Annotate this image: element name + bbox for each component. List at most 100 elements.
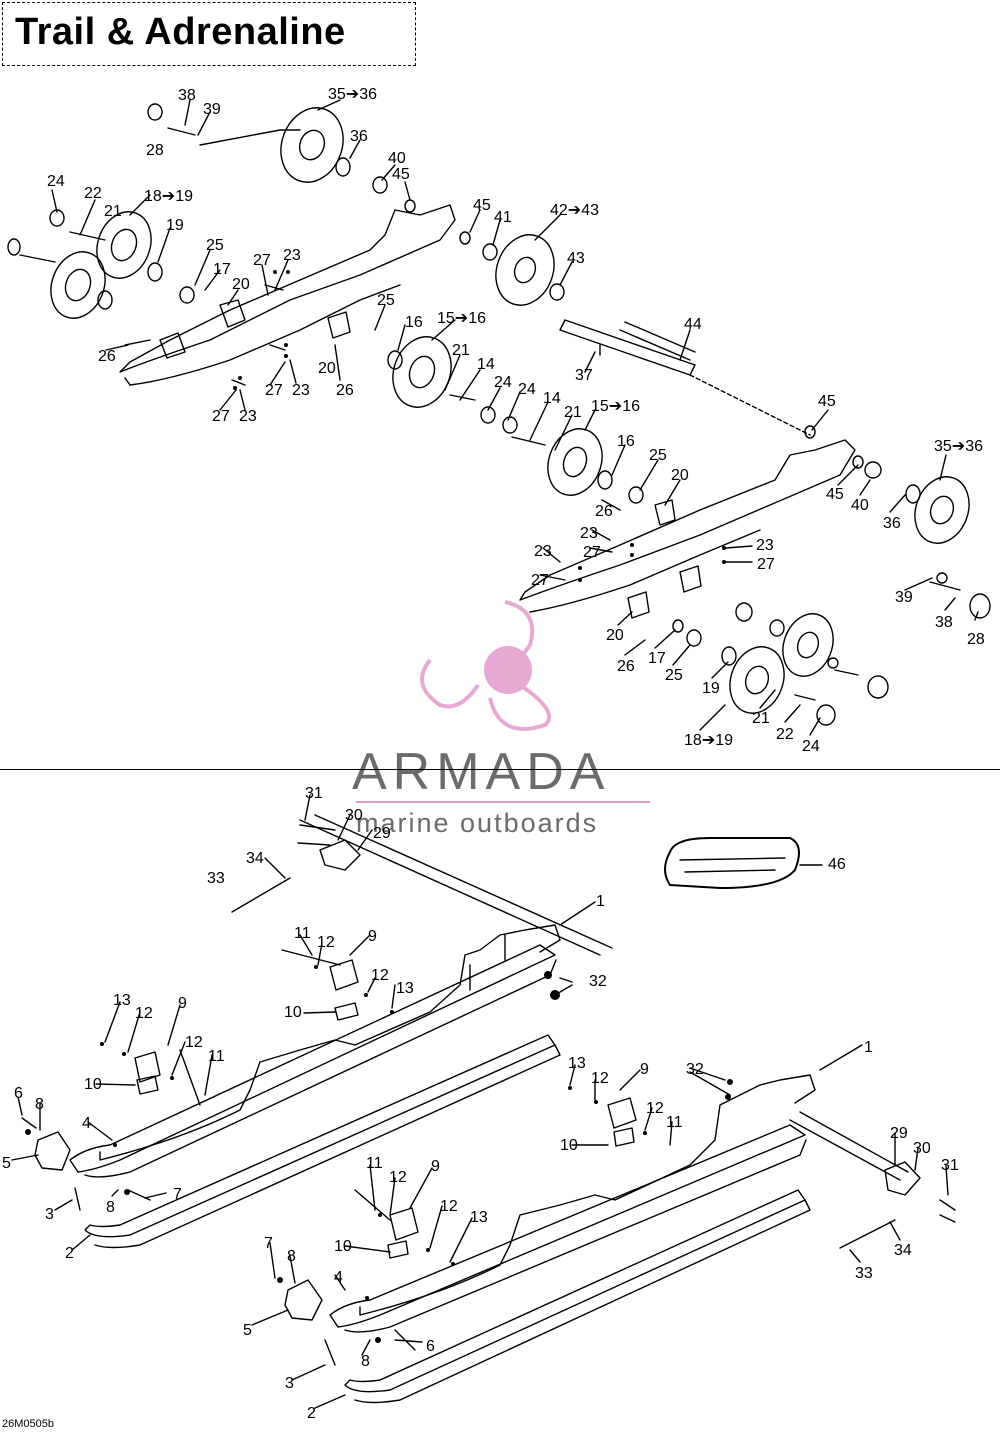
- part-callout: 35➔36: [328, 86, 377, 103]
- part-callout: 20: [318, 360, 336, 377]
- part-callout: 34: [246, 850, 264, 867]
- part-callout: 10: [284, 1004, 302, 1021]
- part-callout: 31: [941, 1157, 959, 1174]
- part-callout: 22: [776, 726, 794, 743]
- part-callout: 27: [253, 252, 271, 269]
- part-callout: 13: [470, 1209, 488, 1226]
- part-callout: 26: [595, 503, 613, 520]
- part-callout: 4: [334, 1269, 343, 1286]
- part-callout: 20: [232, 276, 250, 293]
- part-callout: 24: [802, 738, 820, 755]
- part-callout: 10: [334, 1238, 352, 1255]
- part-callout: 9: [431, 1158, 440, 1175]
- part-callout: 11: [208, 1048, 225, 1065]
- part-callout: 32: [686, 1061, 704, 1078]
- part-callout: 39: [895, 589, 913, 606]
- part-callout: 7: [264, 1235, 273, 1252]
- part-callout: 9: [640, 1061, 649, 1078]
- part-callout: 28: [146, 142, 164, 159]
- part-callout: 19: [702, 680, 720, 697]
- part-callout: 36: [883, 515, 901, 532]
- part-callout: 12: [389, 1169, 407, 1186]
- part-callout: 28: [967, 631, 985, 648]
- part-callout: 23: [756, 537, 774, 554]
- part-callout: 21: [104, 203, 122, 220]
- part-callout: 3: [45, 1206, 54, 1223]
- part-callout: 33: [207, 870, 225, 887]
- section-divider: [0, 769, 1000, 770]
- part-callout: 12: [135, 1005, 153, 1022]
- part-callout: 12: [646, 1100, 664, 1117]
- part-callout: 1: [596, 893, 605, 910]
- part-callout: 46: [828, 856, 846, 873]
- part-callout: 27: [531, 572, 549, 589]
- part-callout: 10: [84, 1076, 102, 1093]
- part-callout: 13: [396, 980, 414, 997]
- part-callout: 14: [543, 390, 561, 407]
- part-callout: 25: [649, 447, 667, 464]
- part-callout: 39: [203, 101, 221, 118]
- part-callout: 40: [851, 497, 869, 514]
- part-callout: 8: [35, 1096, 44, 1113]
- part-callout: 26: [336, 382, 354, 399]
- part-callout: 27: [265, 382, 283, 399]
- part-callout: 25: [665, 667, 683, 684]
- part-callout: 1: [864, 1039, 873, 1056]
- part-callout: 42➔43: [550, 202, 599, 219]
- part-callout: 40: [388, 150, 406, 167]
- part-callout: 12: [440, 1198, 458, 1215]
- part-callout: 12: [591, 1070, 609, 1087]
- part-callout: 13: [113, 992, 131, 1009]
- part-callout: 8: [106, 1199, 115, 1216]
- part-callout: 27: [212, 408, 230, 425]
- part-callout: 25: [377, 292, 395, 309]
- part-callout: 18➔19: [144, 188, 193, 205]
- part-callout: 18➔19: [684, 732, 733, 749]
- part-callout: 2: [65, 1245, 74, 1262]
- title-box: Trail & Adrenaline: [2, 2, 416, 66]
- part-callout: 23: [534, 543, 552, 560]
- part-callout: 5: [2, 1155, 11, 1172]
- part-callout: 20: [606, 627, 624, 644]
- part-callout: 2: [307, 1405, 316, 1422]
- part-callout: 8: [287, 1248, 296, 1265]
- part-callout: 9: [368, 928, 377, 945]
- part-callout: 45: [818, 393, 836, 410]
- part-callout: 20: [671, 467, 689, 484]
- part-callout: 21: [564, 404, 582, 421]
- part-callout: 32: [589, 973, 607, 990]
- part-callout: 12: [317, 934, 335, 951]
- part-callout: 21: [752, 710, 770, 727]
- watermark-tagline: marine outboards: [356, 808, 599, 838]
- part-callout: 11: [366, 1155, 383, 1172]
- part-callout: 19: [166, 217, 184, 234]
- armada-propeller-logo: [420, 600, 552, 731]
- part-callout: 31: [305, 785, 323, 802]
- part-callout: 27: [583, 544, 601, 561]
- part-callout: 14: [477, 356, 495, 373]
- part-callout: 43: [567, 250, 585, 267]
- part-callout: 17: [213, 261, 231, 278]
- watermark-underline: [356, 801, 650, 803]
- part-callout: 41: [494, 209, 512, 226]
- part-callout: 9: [178, 995, 187, 1012]
- part-callout: 45: [473, 197, 491, 214]
- part-callout: 8: [361, 1353, 370, 1370]
- part-callout: 6: [14, 1085, 23, 1102]
- part-callout: 10: [560, 1137, 578, 1154]
- part-callout: 23: [283, 247, 301, 264]
- part-callout: 27: [757, 556, 775, 573]
- part-callout: 25: [206, 237, 224, 254]
- part-callout: 45: [826, 486, 844, 503]
- diagram-title: Trail & Adrenaline: [15, 11, 346, 53]
- part-callout: 23: [239, 408, 257, 425]
- part-callout: 22: [84, 185, 102, 202]
- part-callout: 24: [494, 374, 512, 391]
- part-callout: 35➔36: [934, 438, 983, 455]
- part-callout: 26: [98, 348, 116, 365]
- part-callout: 15➔16: [437, 310, 486, 327]
- part-callout: 37: [575, 367, 593, 384]
- part-callout: 23: [580, 525, 598, 542]
- part-callout: 17: [648, 650, 666, 667]
